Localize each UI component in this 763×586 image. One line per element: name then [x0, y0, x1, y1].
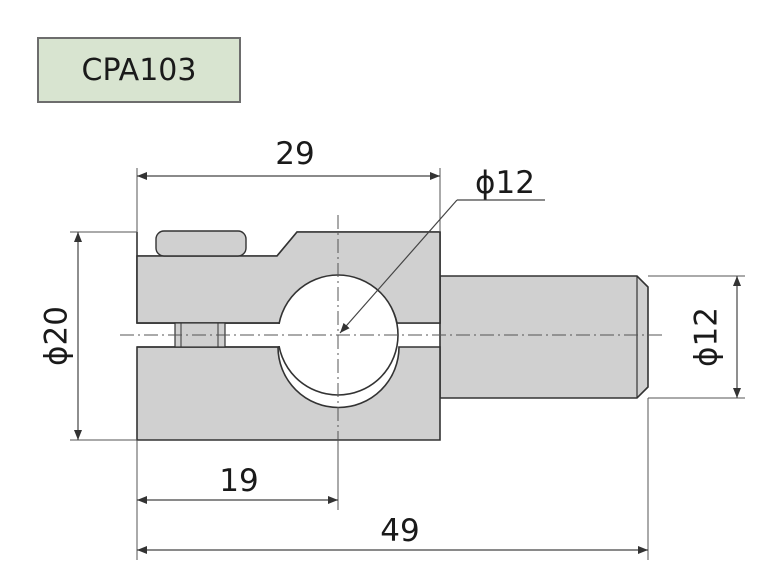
model-label: CPA103 [37, 37, 241, 103]
shaft [439, 275, 649, 399]
dim-shaft-diameter: ϕ12 [689, 307, 725, 367]
dim-19: 19 [219, 463, 258, 499]
screw-head [155, 230, 247, 257]
leader-hole [339, 199, 458, 334]
model-name: CPA103 [81, 52, 197, 88]
dim-49: 49 [380, 513, 419, 549]
dim-29: 29 [275, 136, 314, 172]
clamp-body-lower [136, 346, 441, 441]
dim-hole-diameter: ϕ12 [475, 165, 535, 201]
dim-body-diameter: ϕ20 [39, 306, 75, 366]
